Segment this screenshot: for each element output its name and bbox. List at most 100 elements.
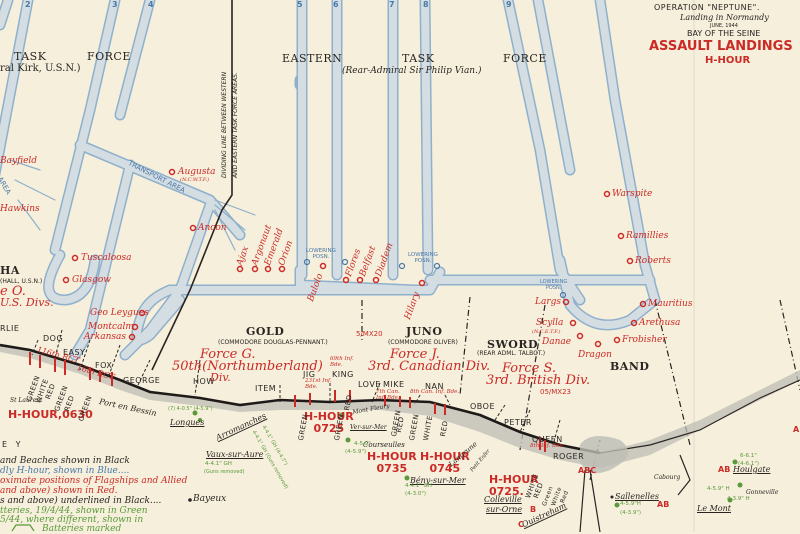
h-hour-time: 0735: [376, 461, 408, 475]
ship-frobisher: Frobisher: [622, 335, 667, 345]
force-g-div-2: Div.: [210, 371, 231, 384]
battery-vaux: 4-4.1" GH: [205, 461, 232, 467]
battery-markers: [192, 410, 743, 508]
dividing-line-label-2: AND EASTERN TASK FORCE AREAS.: [232, 72, 239, 178]
town-courseulles: Courseulles: [363, 441, 405, 449]
town-gonneville: Gonneville: [746, 489, 779, 496]
force-g: Force G.: [200, 347, 256, 362]
key-line-6: tteries, 19/4/44, shown in Green: [0, 506, 148, 516]
sector-omaha: HA: [0, 264, 20, 277]
battery-longues: (7) 4-0.5" (4-5.9"): [168, 406, 213, 412]
key-line-5: s and above) underlined in Black....: [0, 496, 162, 506]
battery-beny-2: (4-3.0"): [405, 491, 427, 497]
sector-juno-cmdr: (COMMODORE OLIVER): [388, 339, 458, 346]
town-bayeux: Bayeux: [193, 494, 227, 504]
town-cabourg: Cabourg: [654, 474, 681, 481]
ship-ancon: Ancon: [198, 223, 227, 233]
h-hour-time: 0725.: [489, 484, 524, 498]
battery-beny: 4-4.1" GH: [405, 483, 432, 489]
ship-georges-leygues: Geo Leygues: [90, 308, 149, 318]
title-operation: OPERATION "NEPTUNE".: [654, 3, 760, 12]
dividing-line: [151, 0, 233, 371]
force-o: e O.: [0, 284, 26, 299]
juno-mx: 5/MX20: [356, 330, 383, 338]
eastern-task-label-b: TASK: [402, 52, 435, 65]
h-hour-label: H-HOUR: [304, 410, 354, 423]
h-hour-label: H-HOUR: [489, 473, 539, 486]
battery-houlgate: 6-6.1": [740, 453, 757, 459]
force-s-div: 3rd. British Div.: [486, 373, 591, 388]
code-ab-2: AB: [657, 500, 670, 509]
ship-dragon: Dragon: [578, 350, 612, 360]
code-c: C: [518, 520, 524, 529]
key-title: E Y: [2, 440, 24, 449]
lane-number: 8: [423, 0, 429, 9]
ship-glasgow: Glasgow: [72, 275, 111, 285]
sector-boundaries: [361, 296, 800, 481]
ship-hawkins: Hawkins: [0, 204, 40, 214]
battery-sallenelles-2: (4-3.9"): [620, 510, 642, 516]
key-line-2: dly H-hour, shown in Blue....: [0, 466, 130, 476]
ship-tuscaloosa: Tuscaloosa: [81, 253, 132, 263]
sector-sword-cmdr: (REAR ADML. TALBOT.): [477, 350, 546, 357]
ship-scylla-note: (N.C.E.T.F.): [532, 329, 561, 335]
town-colleville: Colleville: [484, 495, 522, 504]
unit-8-can-bde: 8th Can. Inf. Bde.: [410, 389, 460, 395]
beach-dividers: [31, 329, 561, 446]
sector-sword: SWORD: [487, 338, 539, 351]
ship-bayfield: Bayfield: [0, 156, 38, 166]
western-commander: ral Kirk, U.S.N.): [0, 63, 81, 74]
battery-houlgate-2: (4-6.1"): [738, 461, 760, 467]
eastern-commander: (Rear-Admiral Sir Philip Vian.): [342, 66, 482, 76]
town-colleville-2: sur-Orne: [486, 505, 523, 514]
town-vaux-sur-aure: Vaux-sur-Aure: [206, 450, 264, 459]
beach-mike: MIKE: [383, 380, 405, 389]
lowering-label: LOWERING: [306, 248, 336, 254]
force-g-div-1: 50th(Northumberland): [172, 359, 323, 374]
battery-ver: 4-5.9": [354, 441, 371, 447]
lowering-label: POSN.: [545, 284, 562, 291]
town-sallenelles: Sallenelles: [615, 492, 659, 501]
code-a: A: [793, 425, 800, 434]
beach-easy: EASY: [63, 348, 86, 357]
beach-dog: DOG: [43, 334, 64, 343]
title-area: BAY OF THE SEINE: [687, 29, 761, 38]
beach-roger: ROGER: [553, 452, 585, 461]
ship-arkansas: Arkansas: [84, 332, 127, 342]
lowering-label: LOWERING: [408, 252, 438, 258]
lowering-label: POSN.: [312, 254, 330, 261]
town-ver-sur-mer: Ver-sur-Mer: [350, 424, 387, 431]
title-date: JUNE, 1944: [710, 23, 738, 29]
ship-augusta-note: (N.C.W.T.F.): [180, 177, 210, 183]
western-task-label-b: FORCE: [87, 50, 131, 63]
sector-gold-cmdr: (COMMODORE DOUGLAS-PENNANT.): [218, 339, 328, 346]
ship-markers: [62, 168, 647, 348]
beach-charlie: RLIE: [0, 324, 20, 333]
battery-symbol-icon: [11, 524, 35, 532]
ship-roberts: Roberts: [635, 256, 671, 266]
ship-montcalm: Montcalm: [88, 322, 134, 332]
ship-warspite: Warspite: [612, 189, 653, 199]
beach-queen: QUEEN: [532, 435, 563, 444]
unit-7-can-bde: 7th Can. Inf. Bde.: [376, 389, 400, 401]
lane-number: 2: [25, 0, 31, 9]
beach-item: ITEM: [255, 384, 277, 393]
battery-gonneville: 4-5.9" H: [707, 486, 730, 492]
town-houlgate: Houlgate: [733, 465, 771, 474]
lowering-label: LOWERING: [540, 279, 568, 285]
battery-sallenelles: 4-5.9"H: [620, 501, 641, 507]
lane-number: 6: [333, 0, 339, 9]
ship-largs: Largs: [535, 297, 562, 307]
ship-arethusa: Arethusa: [639, 318, 681, 328]
h-hour-label: H-HOUR: [367, 450, 417, 463]
battery-ver-2: (4-5.9"): [345, 449, 367, 455]
eastern-task-label-c: FORCE: [503, 52, 547, 65]
lane-number: 7: [389, 0, 395, 9]
lane-number: 4: [148, 0, 154, 9]
h-hour-time: 0745: [429, 461, 461, 475]
